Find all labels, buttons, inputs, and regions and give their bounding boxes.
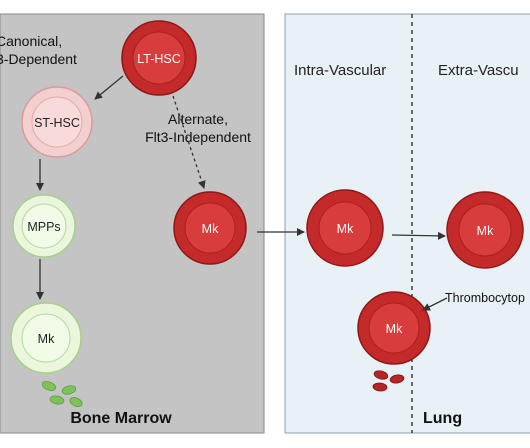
lung-title: Lung <box>423 410 462 427</box>
mk-extravascular-cell: Mk <box>446 191 524 269</box>
alternate-label-line2: Flt3-Independent <box>145 129 251 145</box>
mk-alternate-label: Mk <box>202 222 219 236</box>
arrow-thrombocytopoiesis <box>422 297 448 311</box>
arrow-lt-to-mk-alternate <box>172 95 206 189</box>
mk-intravascular-label: Mk <box>337 222 354 236</box>
mk-intravascular-cell: Mk <box>306 189 384 267</box>
canonical-label-line1: Canonical, <box>0 33 62 49</box>
bone-marrow-title: Bone Marrow <box>70 410 172 427</box>
st-hsc-label: ST-HSC <box>34 116 80 130</box>
mk-marrow-label: Mk <box>38 332 55 346</box>
thrombocytopoiesis-label: Thrombocytop <box>445 291 525 305</box>
st-hsc-cell: ST-HSC <box>21 86 93 158</box>
intra-vascular-label: Intra-Vascular <box>294 62 386 79</box>
arrow-intra-to-extra <box>391 231 446 240</box>
mk-lung-lower-cell: Mk <box>357 291 431 365</box>
extra-vascular-label: Extra-Vascu <box>438 62 519 79</box>
lt-hsc-label: LT-HSC <box>137 52 181 66</box>
mpps-cell: MPPs <box>12 194 76 258</box>
mk-alternate-cell: Mk <box>173 191 247 265</box>
lt-hsc-cell: LT-HSC <box>121 20 197 96</box>
arrow-lt-to-st <box>94 75 124 100</box>
green-platelets <box>41 381 83 407</box>
mk-extravascular-label: Mk <box>477 224 494 238</box>
canonical-label-line2: 3-Dependent <box>0 51 77 67</box>
mk-lung-lower-label: Mk <box>386 322 403 336</box>
red-platelets <box>372 370 405 392</box>
mpps-label: MPPs <box>27 220 60 234</box>
alternate-label-line1: Alternate, <box>168 111 228 127</box>
mk-marrow-cell: Mk <box>10 302 82 374</box>
